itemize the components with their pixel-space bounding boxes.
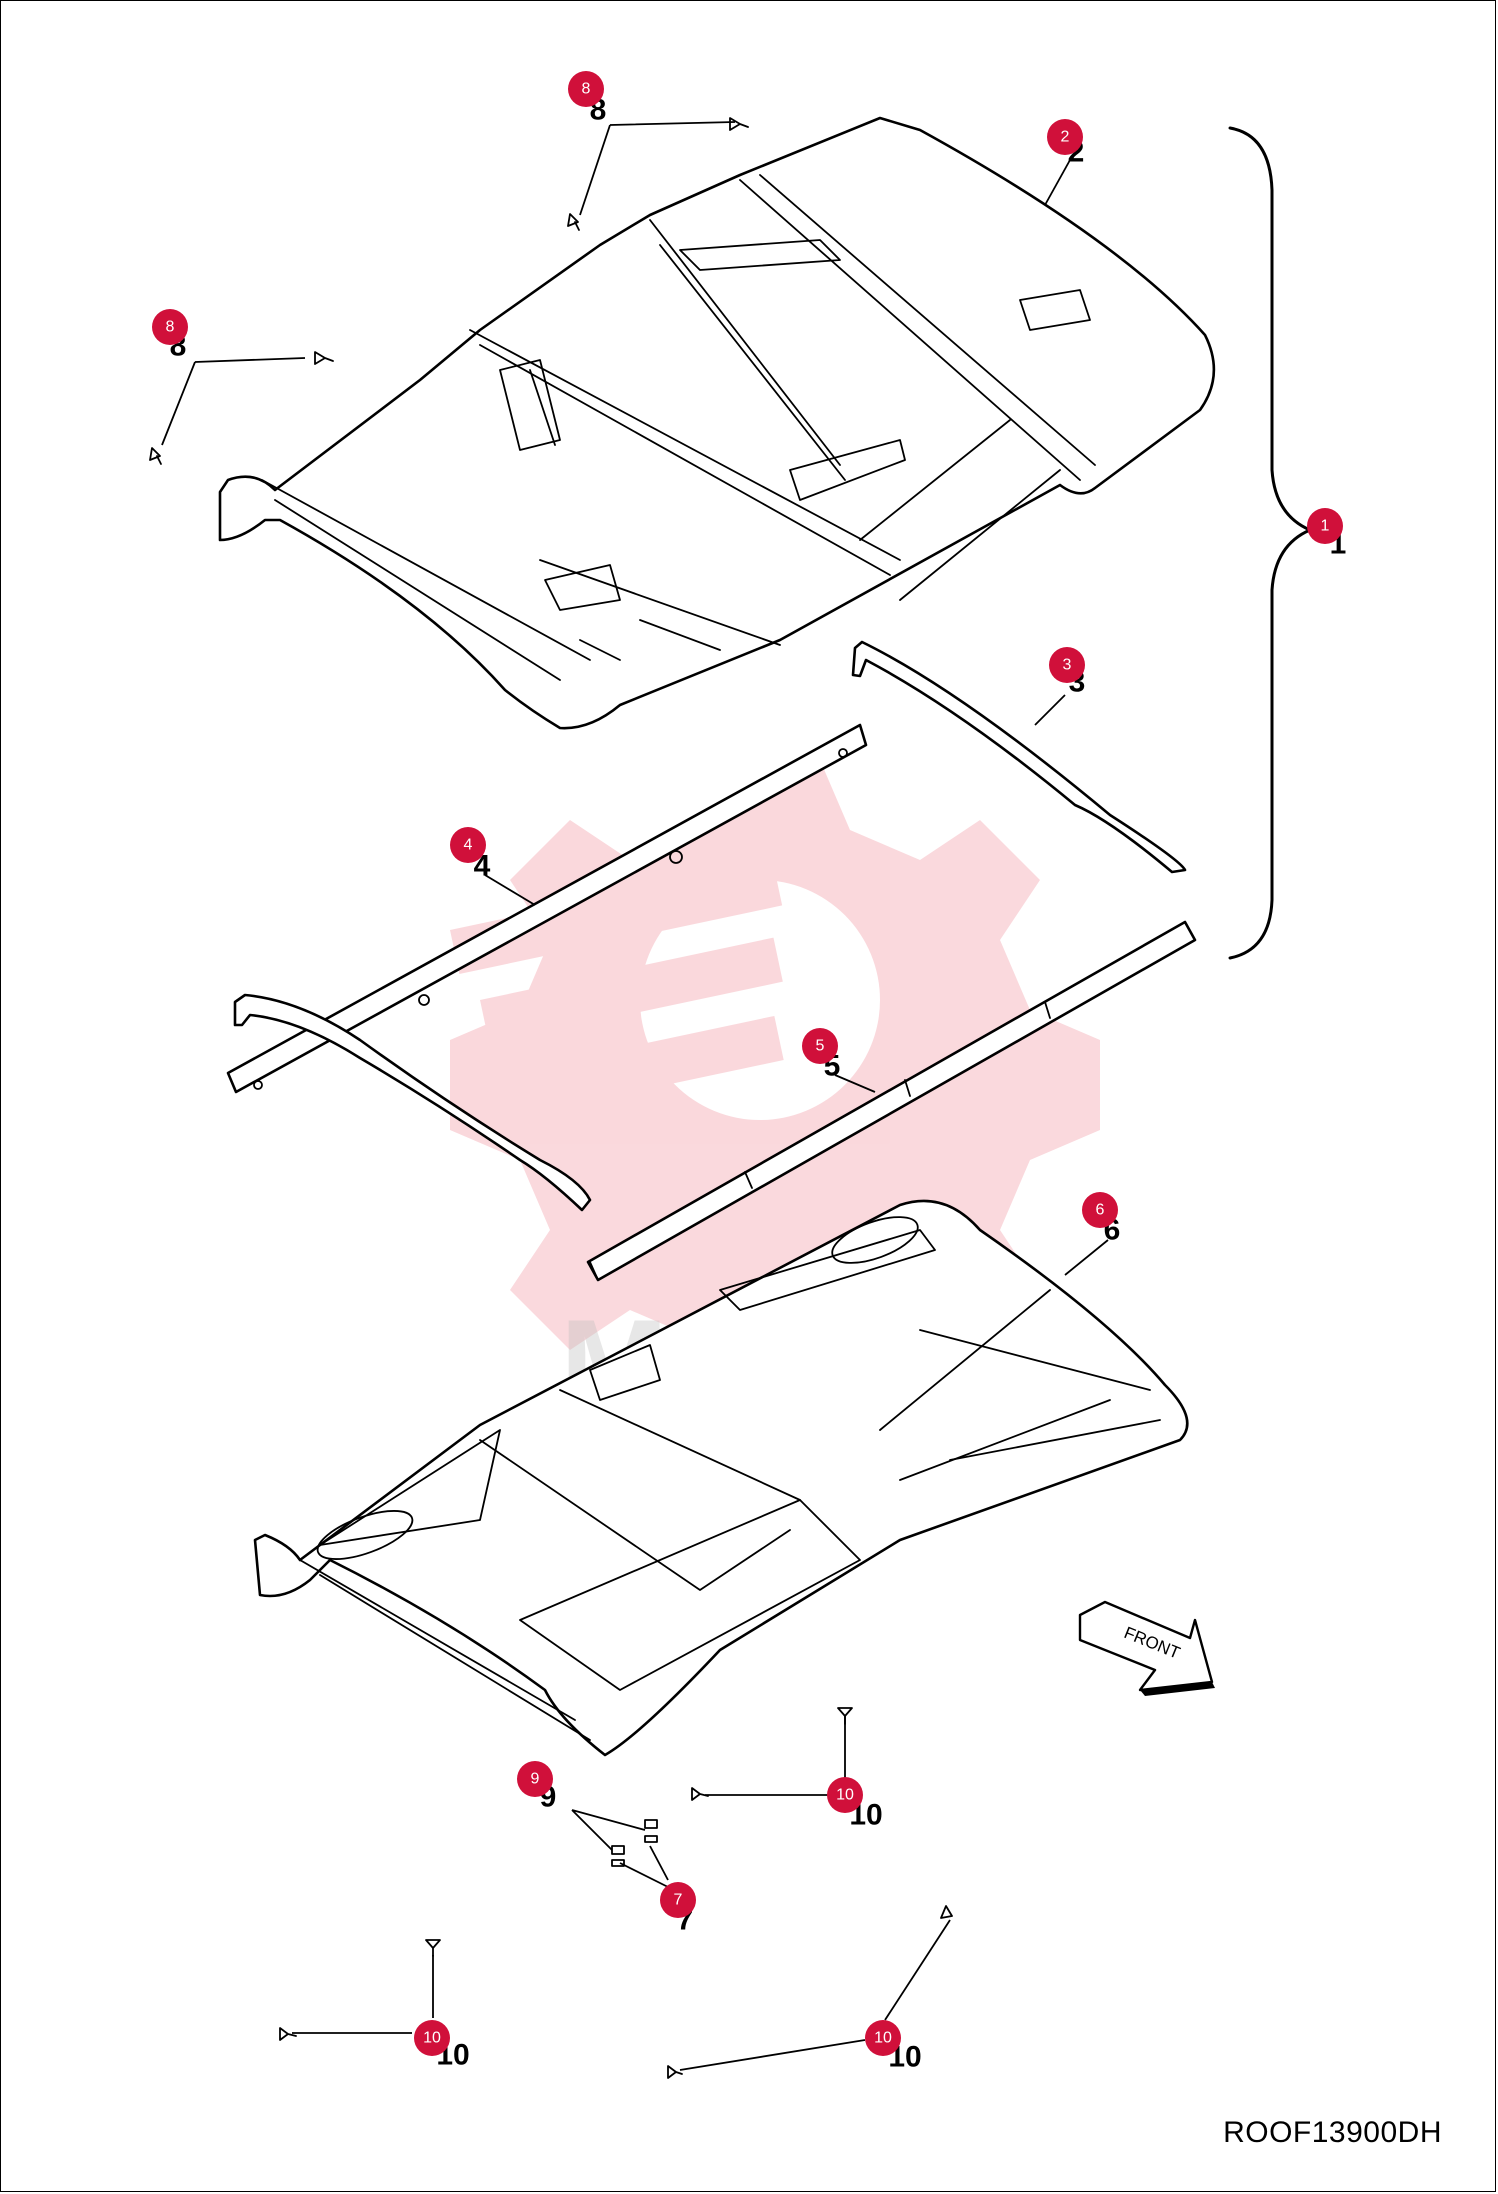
callout-label: 10 [874, 2030, 892, 2047]
screw-8-left-group: 8 [149, 330, 334, 465]
callout-label: 4 [464, 837, 473, 854]
callout-c3: 3 [1049, 647, 1085, 683]
screw-10-group-c: 10 [667, 1905, 953, 2079]
callout-circle [1082, 1192, 1118, 1228]
callout-label: 5 [816, 1038, 825, 1055]
callout-circle [568, 71, 604, 107]
callout-c10c: 10 [865, 2020, 901, 2056]
roof-side-rail-right [586, 920, 1197, 1282]
roof-top-shell [218, 116, 1216, 730]
callout-c7: 7 [660, 1882, 696, 1918]
callout-circle [827, 1777, 863, 1813]
callout-circle [450, 827, 486, 863]
roof-side-rail-left [226, 723, 868, 1212]
callout-label: 10 [836, 1787, 854, 1804]
screw-10-group-b: 10 [279, 1939, 470, 2072]
callout-label: 9 [531, 1771, 540, 1788]
callout-circle [152, 309, 188, 345]
callout-circle [660, 1882, 696, 1918]
callout-label: 2 [1061, 129, 1070, 146]
callout-label: 7 [674, 1892, 683, 1909]
callout-circle [1307, 508, 1343, 544]
callout-c8a: 8 [568, 71, 604, 107]
callout-label: 6 [1096, 1202, 1105, 1219]
callout-c4: 4 [450, 827, 486, 863]
callout-label: 3 [1063, 657, 1072, 674]
callout-circle [1049, 647, 1085, 683]
callout-c8b: 8 [152, 309, 188, 345]
callout-c9: 9 [517, 1761, 553, 1797]
roof-headliner [253, 1199, 1189, 1757]
callout-c10b: 10 [414, 2020, 450, 2056]
callout-c10a: 10 [827, 1777, 863, 1813]
callout-circle [865, 2020, 901, 2056]
callout-label: 8 [166, 319, 175, 336]
callout-circle [517, 1761, 553, 1797]
callout-label: 10 [423, 2030, 441, 2047]
callout-leaders [484, 159, 1109, 1276]
screw-10-group-a: 10 [691, 1707, 883, 1832]
callout-c1: 1 [1307, 508, 1343, 544]
callout-circle [414, 2020, 450, 2056]
callout-circle [1047, 119, 1083, 155]
front-direction-arrow: FRONT [1078, 1600, 1215, 1696]
callout-c5: 5 [802, 1028, 838, 1064]
drawing-code: ROOF13900DH [1223, 2116, 1442, 2149]
callout-label: 8 [582, 81, 591, 98]
callout-c2: 2 [1047, 119, 1083, 155]
callout-circle [802, 1028, 838, 1064]
assembly-bracket [1228, 126, 1312, 960]
callout-c6: 6 [1082, 1192, 1118, 1228]
roof-front-rail [851, 640, 1187, 874]
callout-label: 1 [1321, 518, 1330, 535]
screw-8-top-group: 8 [567, 94, 749, 231]
